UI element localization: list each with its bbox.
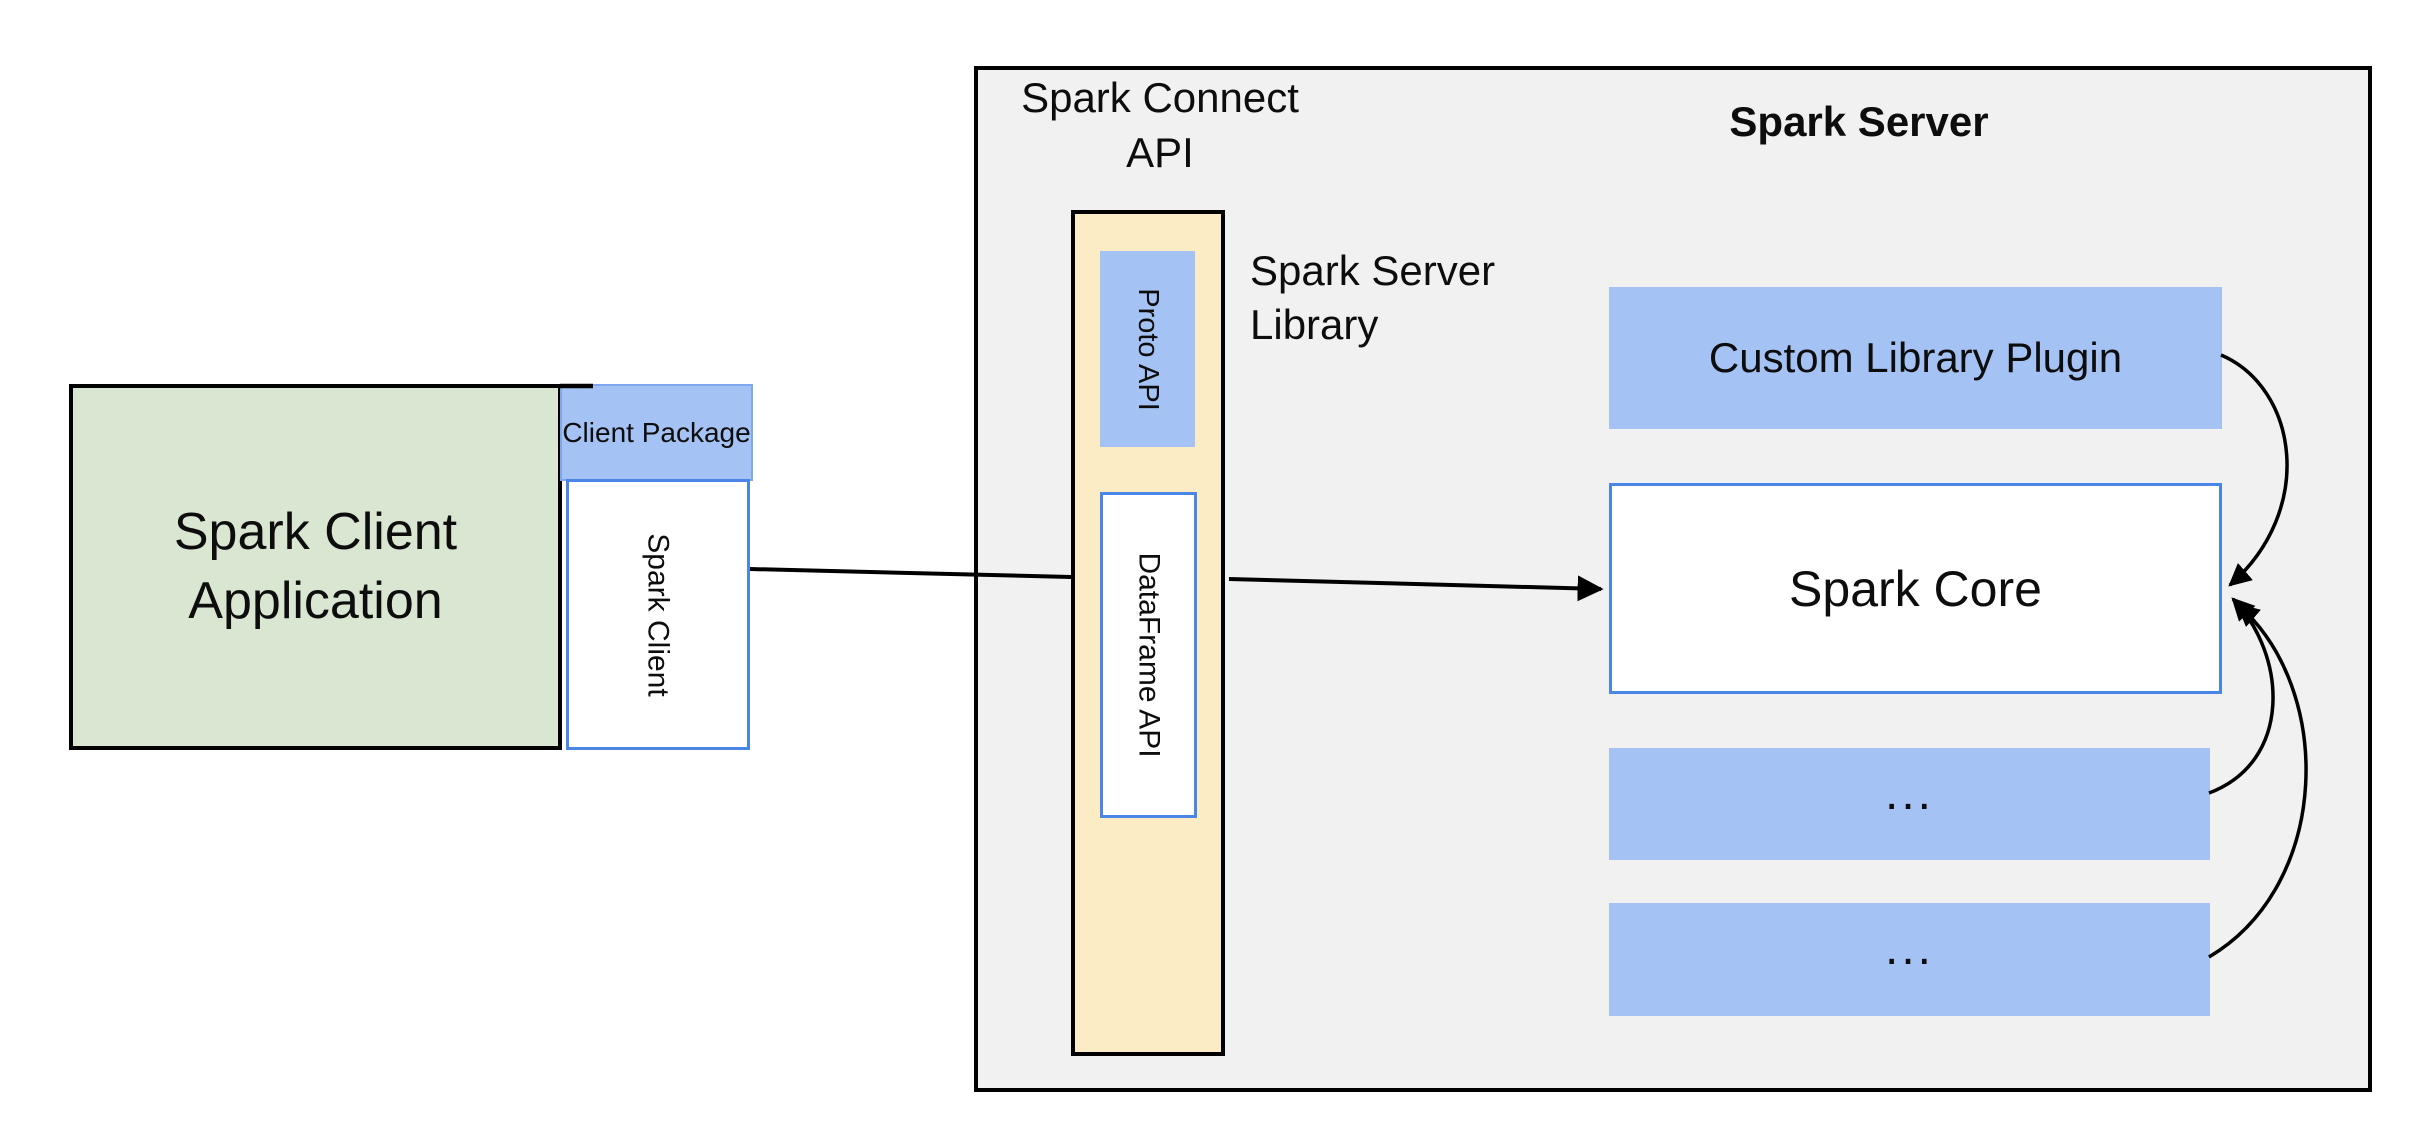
ellipsis-label-1: ... xyxy=(1884,766,1934,820)
ellipsis-label-2: ... xyxy=(1884,922,1934,975)
dataframe-api-label: DataFrame API xyxy=(1132,552,1166,758)
custom-library-plugin-box: Custom Library Plugin xyxy=(1609,287,2222,429)
custom-library-plugin-label: Custom Library Plugin xyxy=(1708,334,2123,381)
ellipsis-box-1: ... xyxy=(1609,748,2210,860)
spark-core-label: Spark Core xyxy=(1789,560,2042,617)
spark-client-box: Spark Client xyxy=(566,479,750,750)
spark-client-label: Spark Client xyxy=(642,532,675,697)
proto-api-label: Proto API xyxy=(1132,287,1165,411)
dataframe-api-box: DataFrame API xyxy=(1100,492,1197,818)
ellipsis-box-2: ... xyxy=(1609,903,2210,1016)
proto-api-box: Proto API xyxy=(1100,251,1195,447)
spark-client-application-label: Spark Client Application xyxy=(173,503,458,630)
client-package-box: Client Package xyxy=(560,384,753,481)
spark-client-application-box: Spark Client Application xyxy=(69,384,562,750)
client-package-label: Client Package xyxy=(562,416,751,448)
spark-core-box: Spark Core xyxy=(1609,483,2222,694)
